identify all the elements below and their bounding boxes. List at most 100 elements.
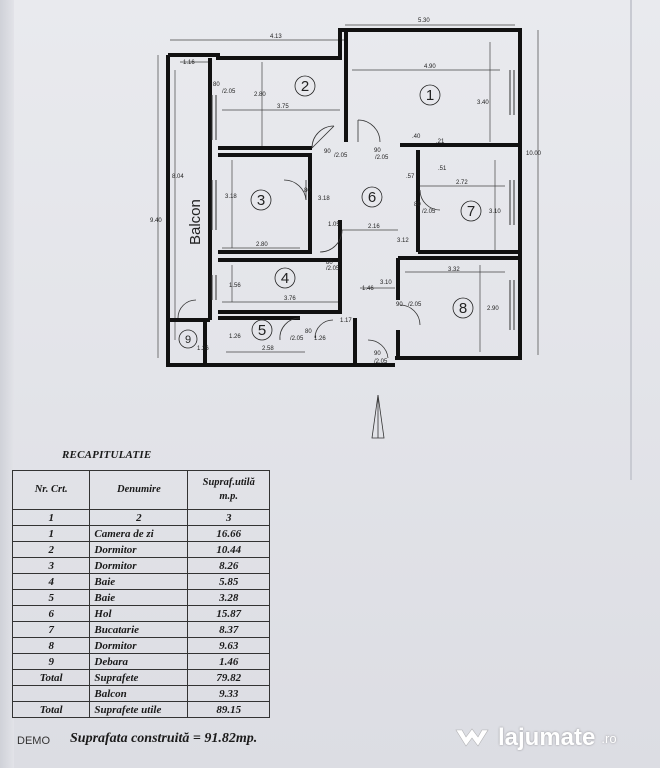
row-suprafata: 79.82 xyxy=(187,669,270,686)
row-nr: 9 xyxy=(11,653,91,670)
dim-door-3-h: /2.05 xyxy=(375,155,389,161)
dim-door-7-h: /2.05 xyxy=(408,302,422,308)
table-header-row: Nr. Crt. Denumire Supraf.utilă m.p. xyxy=(11,470,270,510)
heart-logo-icon xyxy=(455,728,489,747)
row-suprafata: 89.15 xyxy=(187,701,270,718)
windows xyxy=(211,70,515,330)
floor-plan: 2 1 3 6 7 4 8 5 9 Balcon 4.13 5.30 10.00… xyxy=(150,18,542,439)
dim-hall-e: 1.17 xyxy=(340,318,352,324)
dim-r2-width: 3.75 xyxy=(277,104,289,110)
room-label-2: 2 xyxy=(301,78,309,95)
row-denumire: Suprafete xyxy=(89,669,189,686)
dim-r4-width: 3.76 xyxy=(284,296,296,302)
dim-r1-width: 4.90 xyxy=(424,64,436,70)
row-suprafata: 9.63 xyxy=(187,637,270,654)
header-suprafata: Supraf.utilă m.p. xyxy=(187,470,270,510)
row-denumire: Baie xyxy=(89,573,189,590)
dim-hall-b: 3.12 xyxy=(397,238,409,244)
dim-r7-height: 3.10 xyxy=(489,209,501,215)
row-denumire: Dormitor xyxy=(89,557,189,574)
dim-door-1-h: /2.05 xyxy=(222,89,236,95)
paper-edge xyxy=(0,0,14,768)
dim-hall-g: .40 xyxy=(412,134,421,140)
watermark-brand: lajumate xyxy=(498,724,596,751)
dim-door-5-h: /2.05 xyxy=(422,209,436,215)
row-denumire: Baie xyxy=(89,589,189,606)
dim-balcony-depth: 8.04 xyxy=(172,174,184,180)
row-suprafata: 10.44 xyxy=(187,541,270,558)
dim-r2-height: 2.80 xyxy=(254,92,266,98)
dim-r5-width: 2.58 xyxy=(262,346,274,352)
dim-door-9-h: /2.05 xyxy=(374,359,388,365)
dim-hall-i: .51 xyxy=(438,166,447,172)
dim-r1-height: 3.40 xyxy=(477,100,489,106)
dim-hall-d: 3.10 xyxy=(380,280,392,286)
paper-fold-line xyxy=(630,0,632,480)
dim-r9-height: 1.26 xyxy=(197,346,209,352)
room-label-6: 6 xyxy=(368,189,376,206)
dim-top-left: 4.13 xyxy=(270,34,282,40)
room-label-8: 8 xyxy=(459,300,467,317)
dim-r4-height: 1.56 xyxy=(229,283,241,289)
dim-door-3: 90 xyxy=(374,148,381,154)
north-arrow-icon xyxy=(371,394,385,439)
row-suprafata: 5.85 xyxy=(187,573,270,590)
room-label-3: 3 xyxy=(257,192,265,209)
dim-door-1: 80 xyxy=(213,82,220,88)
row-nr: Total xyxy=(11,701,91,718)
index-cell: 1 xyxy=(11,509,91,526)
row-denumire: Camera de zi xyxy=(89,525,189,542)
dim-r7-width: 2.72 xyxy=(456,180,468,186)
room-circles xyxy=(178,75,482,349)
row-denumire: Dormitor xyxy=(89,541,189,558)
dim-right-total: 10.00 xyxy=(526,151,542,157)
room-label-7: 7 xyxy=(467,203,475,220)
row-denumire: Hol xyxy=(89,605,189,622)
dim-door-9: 90 xyxy=(374,351,381,357)
dim-r8-width: 3.32 xyxy=(448,267,460,273)
row-denumire: Bucatarie xyxy=(89,621,189,638)
dimension-lines xyxy=(157,24,539,358)
dim-hall-c: 1.46 xyxy=(362,286,374,292)
row-nr: 1 xyxy=(11,525,91,542)
room-label-1: 1 xyxy=(426,87,434,104)
dim-r6-height: 3.18 xyxy=(318,196,330,202)
row-suprafata: 15.87 xyxy=(187,605,270,622)
dim-hall-h: .21 xyxy=(436,139,445,145)
dim-door-2: 90 xyxy=(324,149,331,155)
row-suprafata: 8.37 xyxy=(187,621,270,638)
dim-balcony-top: 1.16 xyxy=(183,60,195,66)
dim-top-right: 5.30 xyxy=(418,18,430,24)
index-cell: 2 xyxy=(89,509,189,526)
dim-hall-f: 1.26 xyxy=(314,336,326,342)
recap-table: Nr. Crt. Denumire Supraf.utilă m.p. 1 2 … xyxy=(11,470,270,718)
demo-stamp: DEMO xyxy=(17,735,50,747)
balcony-label: Balcon xyxy=(187,199,204,245)
row-nr: Total xyxy=(11,669,91,686)
row-denumire: Suprafete utile xyxy=(89,701,189,718)
row-nr: 6 xyxy=(11,605,91,622)
dim-door-4: 80 xyxy=(304,188,311,194)
row-denumire: Dormitor xyxy=(89,637,189,654)
index-cell: 3 xyxy=(187,509,270,526)
table-index-row: 1 2 3 xyxy=(11,509,270,526)
row-denumire: Balcon xyxy=(89,685,189,702)
row-suprafata: 8.26 xyxy=(187,557,270,574)
dim-left-total: 9.40 xyxy=(150,218,162,224)
row-nr: 4 xyxy=(11,573,91,590)
row-suprafata: 9.33 xyxy=(187,685,270,702)
door-swings xyxy=(177,119,441,359)
built-area-text: Suprafata construită = 91.82mp. xyxy=(70,731,258,746)
row-nr: 5 xyxy=(11,589,91,606)
dim-door-2-h: /2.05 xyxy=(334,153,348,159)
dim-r3-width: 2.80 xyxy=(256,242,268,248)
